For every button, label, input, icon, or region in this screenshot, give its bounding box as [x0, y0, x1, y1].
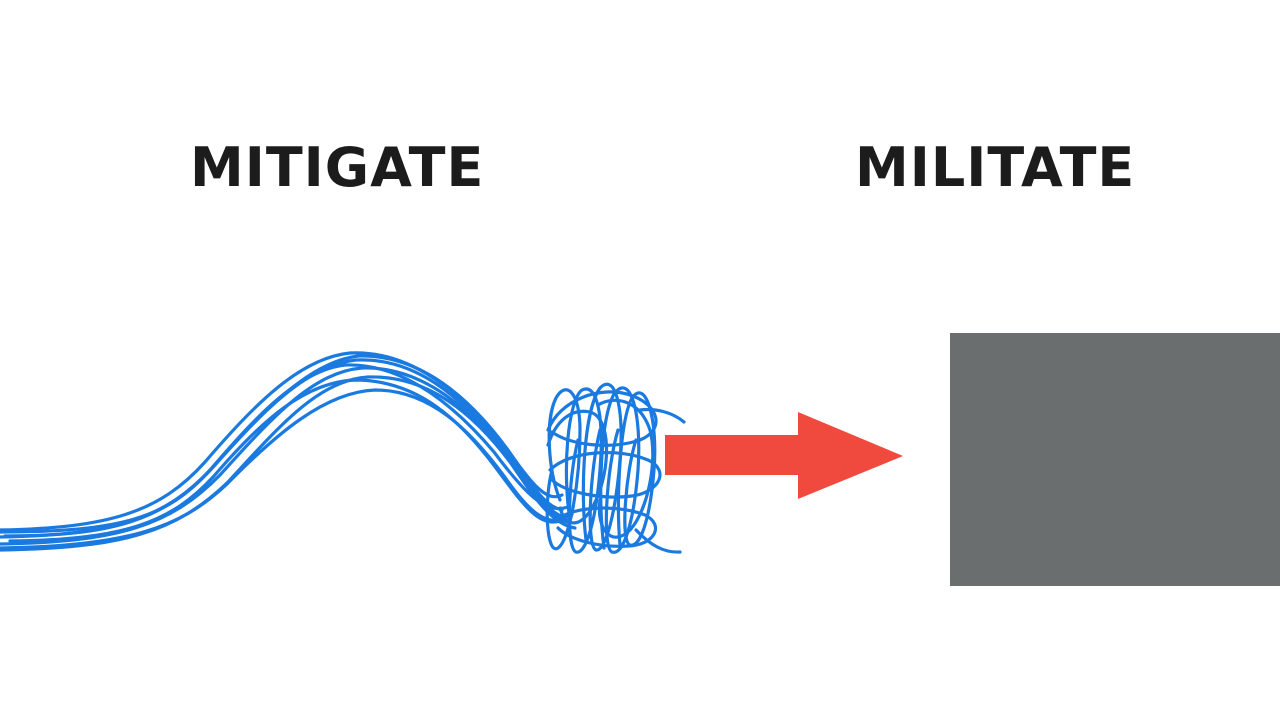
mitigate-label: MITIGATE — [190, 136, 485, 199]
militate-label: MILITATE — [855, 136, 1136, 199]
tangled-wavy-line-icon — [0, 351, 686, 554]
solid-block-icon — [950, 333, 1280, 586]
right-arrow-icon — [665, 412, 903, 499]
